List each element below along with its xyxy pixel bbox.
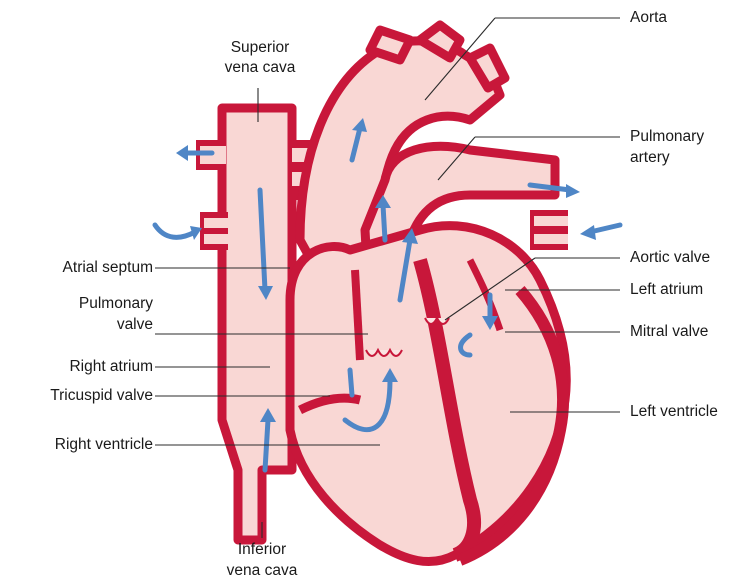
- label-atrial-septum: Atrial septum: [20, 258, 153, 278]
- label-inferior-vena-cava-line2: vena cava: [214, 561, 310, 581]
- pulmonary-valve-shape: [366, 350, 402, 356]
- label-aorta: Aorta: [630, 8, 667, 28]
- label-inferior-vena-cava-line1: Inferior: [222, 540, 302, 560]
- heart-body: [290, 226, 566, 562]
- label-superior-vena-cava-line2: vena cava: [214, 58, 306, 78]
- label-right-ventricle: Right ventricle: [10, 435, 153, 455]
- label-mitral-valve: Mitral valve: [630, 322, 708, 342]
- label-superior-vena-cava-line1: Superior: [220, 38, 300, 58]
- label-right-atrium: Right atrium: [20, 357, 153, 377]
- right-pulmonary-vein: [200, 212, 228, 250]
- label-left-atrium: Left atrium: [630, 280, 703, 300]
- label-pulmonary-valve-line2: valve: [20, 315, 153, 335]
- label-aortic-valve: Aortic valve: [630, 248, 710, 268]
- label-pulmonary-valve-line1: Pulmonary: [20, 294, 153, 314]
- label-pulmonary-artery-line2: artery: [630, 148, 670, 168]
- label-pulmonary-artery-line1: Pulmonary: [630, 127, 704, 147]
- label-left-ventricle: Left ventricle: [630, 402, 718, 422]
- label-tricuspid-valve: Tricuspid valve: [10, 386, 153, 406]
